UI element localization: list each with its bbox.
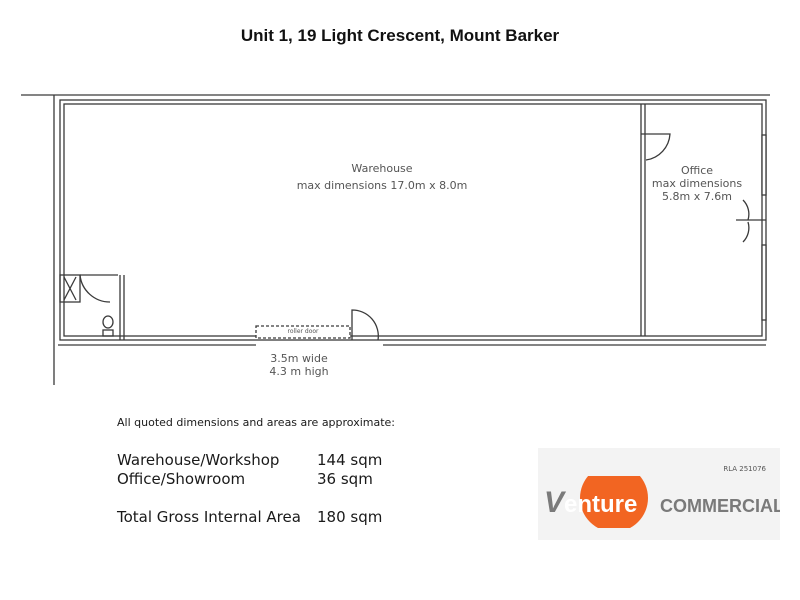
shower	[59, 274, 81, 303]
svg-text:V: V	[544, 486, 567, 519]
office-door-swing	[641, 133, 671, 161]
personnel-door-swing	[351, 309, 379, 341]
office-dimensions: 5.8m x 7.6m	[662, 190, 732, 203]
warehouse-inner-wall	[63, 103, 763, 337]
toilet	[102, 315, 114, 329]
office-dimensions-label: max dimensions	[651, 177, 743, 190]
office-label: Office max dimensions 5.8m x 7.6m	[644, 164, 750, 203]
door-height: 4.3 m high	[269, 365, 329, 378]
office-window-bottom	[761, 244, 767, 321]
area-notes: All quoted dimensions and areas are appr…	[117, 416, 395, 527]
venture-commercial-logo: RLA 251076 V enture COMMERCIAL	[538, 448, 780, 540]
office-window-top	[761, 134, 767, 196]
svg-text:enture: enture	[564, 491, 637, 518]
warehouse-label: Warehouse max dimensions 17.0m x 8.0m	[262, 162, 502, 192]
svg-text:COMMERCIAL: COMMERCIAL	[660, 496, 780, 516]
roller-door-label: roller door	[287, 328, 319, 335]
roller-door	[255, 325, 351, 339]
page-title: Unit 1, 19 Light Crescent, Mount Barker	[240, 26, 560, 45]
rla-number: RLA 251076	[723, 465, 766, 473]
bathroom-door-swing	[79, 274, 118, 303]
venture-wordmark: V enture COMMERCIAL	[544, 476, 780, 528]
entry-door-right	[742, 221, 750, 243]
warehouse-dimensions: max dimensions 17.0m x 8.0m	[296, 179, 468, 192]
orange-circle-icon	[580, 476, 648, 528]
door-width: 3.5m wide	[270, 352, 328, 365]
door-size-label: 3.5m wide 4.3 m high	[244, 352, 354, 378]
entry-door-left	[736, 199, 766, 221]
warehouse-outer-wall	[59, 99, 767, 341]
disclaimer: All quoted dimensions and areas are appr…	[117, 416, 396, 429]
